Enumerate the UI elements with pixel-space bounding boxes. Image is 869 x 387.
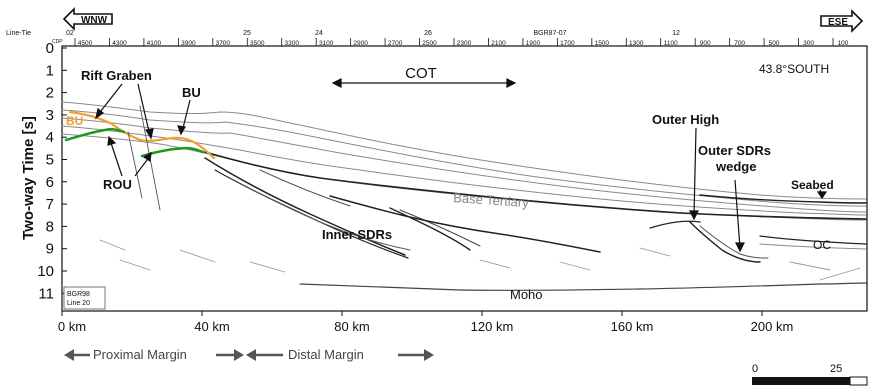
distal-margin-label: Distal Margin <box>288 347 364 362</box>
shotpoint-label: 3900 <box>181 40 196 47</box>
y-tick-label: 7 <box>46 196 54 213</box>
direction-ese-label: ESE <box>828 17 848 28</box>
scale-bar-start: 0 <box>752 363 758 375</box>
shotpoint-label: 4500 <box>78 40 93 47</box>
shotpoint-label: 3100 <box>319 40 334 47</box>
x-tick-label: 200 km <box>751 319 794 334</box>
scale-bar-end: 25 <box>830 363 842 375</box>
direction-wnw-label: WNW <box>81 15 108 26</box>
tie-label: 24 <box>315 30 323 37</box>
shotpoint-label: 3300 <box>284 40 299 47</box>
y-tick-label: 8 <box>46 218 54 235</box>
shotpoint-label: 900 <box>700 40 711 47</box>
y-tick-label: 9 <box>46 241 54 258</box>
x-tick-label: 40 km <box>194 319 229 334</box>
oc-label: OC <box>813 238 831 252</box>
x-tick-label: 160 km <box>611 319 654 334</box>
y-tick-label: 1 <box>46 62 54 79</box>
direction-wnw-arrow: WNW <box>62 7 113 31</box>
shotpoint-label: 100 <box>838 40 849 47</box>
shotpoint-label: 2900 <box>353 40 368 47</box>
y-tick-label: 2 <box>46 85 54 102</box>
rift-graben-label: Rift Graben <box>81 68 152 83</box>
y-tick-label: 0 <box>46 40 54 57</box>
plot-frame <box>61 45 868 312</box>
moho-label: Moho <box>510 287 543 302</box>
shotpoint-label: 500 <box>769 40 780 47</box>
distal-margin-arrow <box>246 349 434 361</box>
outer-sdrs-label-line2: wedge <box>715 159 756 174</box>
shotpoint-label: 2500 <box>422 40 437 47</box>
shotpoint-label: 4300 <box>112 40 127 47</box>
outer-high-label: Outer High <box>652 112 719 127</box>
shotpoint-label: 1500 <box>595 40 610 47</box>
line-tie-label: Line-Tie <box>6 30 31 37</box>
x-tick-labels: 0 km 40 km 80 km 120 km 160 km 200 km <box>58 311 793 334</box>
cot-label: COT <box>405 65 437 82</box>
y-axis-title: Two-way Time [s] <box>20 116 37 240</box>
shotpoint-label: 1100 <box>664 40 678 47</box>
cdp-marker: 02 <box>66 30 74 37</box>
y-tick-label: 6 <box>46 174 54 191</box>
shotpoint-label: 2100 <box>491 40 506 47</box>
tie-label: BGR87-07 <box>533 30 566 37</box>
inner-sdrs-label: Inner SDRs <box>322 227 392 242</box>
shotpoint-label: 4100 <box>147 40 162 47</box>
rou-label: ROU <box>103 177 132 192</box>
y-tick-label: 4 <box>46 129 54 146</box>
tie-label: 26 <box>424 30 432 37</box>
proximal-margin-label: Proximal Margin <box>93 347 187 362</box>
annotation-arrows <box>95 78 828 253</box>
shotpoint-label: 3500 <box>250 40 265 47</box>
shotpoint-label: 1900 <box>526 40 541 47</box>
latitude-label: 43.8°SOUTH <box>759 62 829 76</box>
tie-labels: 25 24 26 BGR87-07 12 <box>243 30 680 37</box>
x-tick-label: 80 km <box>334 319 369 334</box>
y-tick-label: 10 <box>37 263 54 280</box>
bu-left-label: BU <box>66 114 83 128</box>
x-tick-label: 120 km <box>471 319 514 334</box>
tie-label: 12 <box>672 30 680 37</box>
shotpoint-label: 2300 <box>457 40 472 47</box>
top-tick-marks <box>74 38 834 46</box>
x-tick-label: 0 km <box>58 319 86 334</box>
direction-ese-arrow: ESE <box>820 9 864 33</box>
bu-right-label: BU <box>182 85 201 100</box>
shotpoint-label: 1700 <box>560 40 575 47</box>
cdp-label: CDP <box>52 39 63 45</box>
seabed-label: Seabed <box>791 178 834 192</box>
shotpoint-labels: 4500 4300 4100 3900 3700 3500 3300 3100 2900 2700… <box>78 40 849 47</box>
y-tick-label: 5 <box>46 152 54 169</box>
y-tick-label: 3 <box>46 107 54 124</box>
shotpoint-label: 700 <box>734 40 745 47</box>
shotpoint-label: 300 <box>803 40 814 47</box>
outer-sdrs-label-line1: Outer SDRs <box>698 143 771 158</box>
base-tertiary-label: Base Tertiary <box>453 190 530 210</box>
shotpoint-label: 2700 <box>388 40 403 47</box>
y-tick-label: 11 <box>38 285 54 302</box>
tie-label: 25 <box>243 30 251 37</box>
profile-line2: Line 20 <box>67 300 90 307</box>
shotpoint-label: 1300 <box>629 40 644 47</box>
proximal-margin-arrow <box>64 349 244 361</box>
profile-line1: BGR98 <box>67 291 90 298</box>
shotpoint-label: 3700 <box>216 40 231 47</box>
scale-bar <box>752 376 868 386</box>
profile-name-box <box>63 286 106 310</box>
seismic-horizons <box>61 101 867 292</box>
y-tick-labels: 0 1 2 3 4 5 6 7 8 9 10 11 <box>37 40 67 302</box>
